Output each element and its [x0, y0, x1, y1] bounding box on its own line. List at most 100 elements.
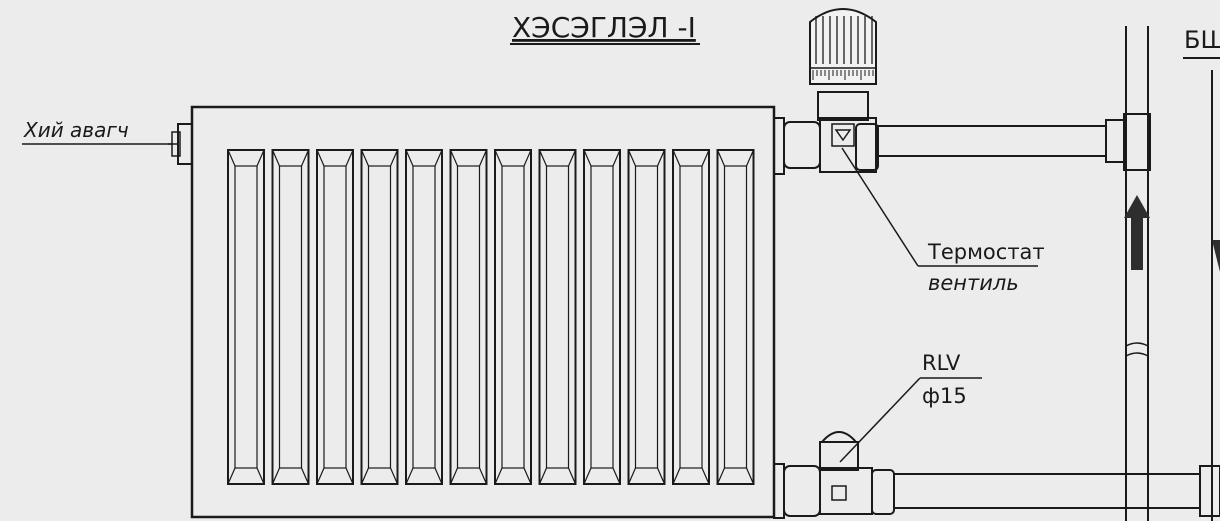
fin-outline — [449, 149, 488, 485]
fin-outline — [672, 149, 710, 485]
fin-bevel — [405, 149, 414, 167]
radiator-fin — [672, 149, 710, 485]
radiator-fin — [583, 149, 621, 485]
fin-outline — [405, 149, 443, 485]
fin-bevel — [360, 467, 370, 485]
thermostat-neck — [817, 91, 869, 121]
fin-bevel — [227, 467, 236, 485]
fin-bevel — [583, 149, 592, 167]
thermostat-scale — [812, 70, 874, 80]
thermostat-label-line1: Термостат — [927, 240, 1045, 264]
fin-inner — [456, 165, 481, 469]
radiator-frame — [190, 105, 776, 519]
fin-bevel — [316, 149, 325, 167]
fin-bevel — [300, 467, 310, 485]
fin-outline — [271, 149, 310, 485]
fin-inner — [412, 165, 436, 469]
bottom-nipple — [773, 463, 785, 519]
fin-inner — [679, 165, 703, 469]
fin-outline — [494, 149, 532, 485]
fin-bevel — [256, 467, 265, 485]
fin-inner — [323, 165, 347, 469]
fin-bevel — [716, 149, 726, 167]
fin-inner — [634, 165, 659, 469]
rlv-valve-bonnet — [819, 441, 859, 471]
fin-bevel — [478, 149, 488, 167]
fin-outline — [583, 149, 621, 485]
fin-inner — [723, 165, 748, 469]
radiator-fin — [627, 149, 666, 485]
fin-bevel — [567, 467, 577, 485]
radiator-fin — [271, 149, 310, 485]
fin-bevel — [612, 149, 621, 167]
fin-bevel — [745, 149, 755, 167]
air-vent-label: Хий авагч — [23, 118, 129, 142]
fin-inner — [590, 165, 614, 469]
fin-bevel — [256, 149, 265, 167]
fin-bevel — [656, 149, 666, 167]
fin-bevel — [271, 467, 281, 485]
radiator — [190, 105, 776, 519]
rlv-drain-port — [831, 485, 847, 501]
radiator-fin — [360, 149, 399, 485]
rlv-label-line1: RLV — [922, 351, 961, 375]
rlv-outlet-nut — [871, 469, 895, 515]
flow-arrow-down-icon — [1212, 240, 1220, 272]
radiator-fin — [494, 149, 532, 485]
corner-label: БШ — [1184, 26, 1220, 54]
thermostat-head — [809, 8, 877, 85]
fin-bevel — [405, 467, 414, 485]
fin-bevel — [345, 149, 354, 167]
fin-outline — [360, 149, 399, 485]
fin-bevel — [316, 467, 325, 485]
fin-bevel — [567, 149, 577, 167]
fin-bevel — [389, 149, 399, 167]
fin-bevel — [360, 149, 370, 167]
flow-direction-icon — [834, 129, 852, 142]
rlv-label-line2: ф15 — [922, 384, 967, 408]
top-union-nut — [783, 121, 821, 169]
fin-bevel — [701, 467, 710, 485]
thermostat-grip-ribs — [815, 16, 873, 64]
pipe-break-mark — [1125, 342, 1149, 357]
thermostat-leader — [841, 147, 919, 267]
fin-bevel — [389, 467, 399, 485]
fin-bevel — [656, 467, 666, 485]
fin-bevel — [523, 467, 532, 485]
fin-bevel — [612, 467, 621, 485]
valve-outlet-nut — [855, 123, 879, 171]
radiator-fin — [538, 149, 577, 485]
top-nipple — [773, 117, 785, 175]
bottom-union-nut — [783, 465, 821, 517]
radiator-fin — [449, 149, 488, 485]
thermostat-label-line2: вентиль — [928, 271, 1019, 295]
riser-pipe — [1124, 26, 1150, 521]
fin-outline — [538, 149, 577, 485]
diagram-title: ХЭСЭГЛЭЛ -I — [512, 11, 696, 44]
fin-inner — [234, 165, 258, 469]
tee-fitting — [1123, 113, 1151, 171]
fin-bevel — [271, 149, 281, 167]
fin-bevel — [494, 467, 503, 485]
fin-bevel — [701, 149, 710, 167]
fin-bevel — [449, 149, 459, 167]
rlv-leader — [839, 377, 921, 463]
fin-bevel — [672, 467, 681, 485]
fin-outline — [316, 149, 354, 485]
fin-outline — [227, 149, 265, 485]
fin-outline — [716, 149, 755, 485]
fin-bevel — [227, 149, 236, 167]
fin-bevel — [745, 467, 755, 485]
fin-bevel — [434, 467, 443, 485]
flow-arrow-up-icon — [1124, 195, 1150, 270]
return-connection — [773, 431, 1220, 519]
fin-bevel — [672, 149, 681, 167]
fin-bevel — [494, 149, 503, 167]
radiator-fin — [405, 149, 443, 485]
fin-bevel — [627, 467, 637, 485]
fin-bevel — [345, 467, 354, 485]
valve-plate — [831, 123, 855, 147]
fin-bevel — [478, 467, 488, 485]
fin-bevel — [583, 467, 592, 485]
